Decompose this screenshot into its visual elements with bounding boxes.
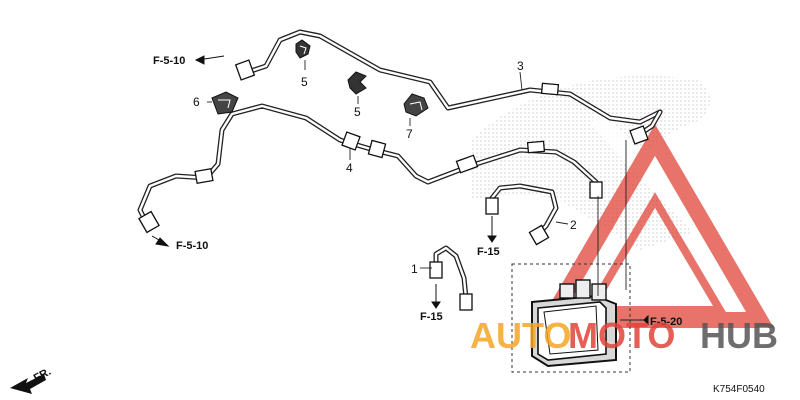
front-direction-marker: FR. — [10, 366, 53, 394]
abs-modulator-group — [511, 263, 631, 373]
leader-lines — [207, 60, 640, 321]
pipe-1 — [433, 245, 469, 301]
watermark-auto: AUTO — [470, 315, 571, 356]
dashed-box — [511, 263, 631, 373]
clamp-6 — [211, 91, 239, 115]
ref-arrows — [151, 55, 649, 326]
front-label: FR. — [32, 366, 53, 385]
watermark-moto: MOTO — [568, 315, 675, 356]
callout-2: 2 — [570, 218, 577, 232]
callout-7: 7 — [406, 127, 413, 141]
ref-f-5-20: F-5-20 — [650, 316, 682, 328]
fittings — [138, 59, 649, 311]
part-code: K754F0540 — [713, 384, 765, 395]
callout-4: 4 — [346, 161, 353, 175]
callout-6: 6 — [193, 95, 200, 109]
pipe-4 — [137, 103, 599, 225]
clamp-5a — [295, 39, 311, 59]
callout-5a: 5 — [301, 75, 308, 89]
pipe-2 — [489, 183, 559, 237]
watermark-text: AUTO MOTO HUB — [470, 315, 778, 356]
pipe-collars — [194, 82, 560, 185]
ref-f-15-lower: F-15 — [420, 311, 443, 323]
background-logo-shape — [470, 76, 720, 250]
callout-1: 1 — [411, 262, 418, 276]
watermark-triangle — [536, 124, 774, 328]
clamp-5b — [347, 71, 367, 95]
ref-f-15-mid: F-15 — [477, 246, 500, 258]
clamp-7 — [403, 93, 429, 117]
callout-3: 3 — [517, 59, 524, 73]
ref-f-5-10-bottom: F-5-10 — [176, 240, 208, 252]
watermark-hub: HUB — [700, 315, 778, 356]
callout-5b: 5 — [354, 105, 361, 119]
ref-f-5-10-top: F-5-10 — [153, 55, 185, 67]
